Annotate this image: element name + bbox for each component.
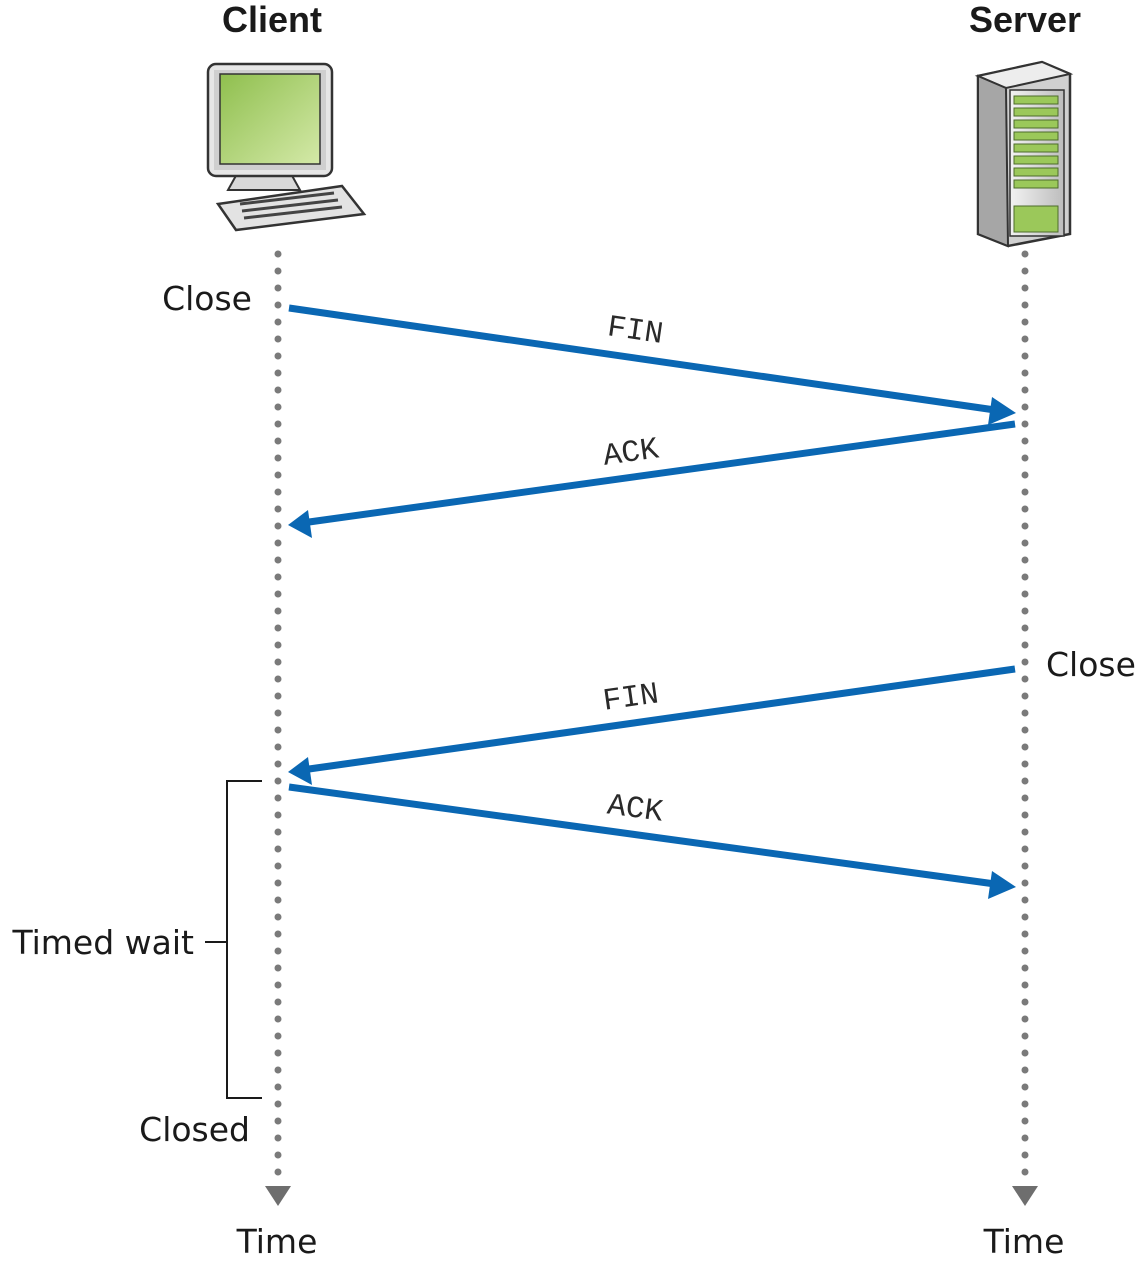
client-time-arrowhead bbox=[265, 1186, 291, 1206]
client-time-label: Time bbox=[236, 1222, 318, 1261]
server-header: Server bbox=[969, 0, 1081, 40]
server-time-label: Time bbox=[983, 1222, 1065, 1261]
desktop-computer-icon bbox=[206, 62, 367, 232]
timed-wait-bracket bbox=[205, 780, 262, 1099]
message-arrow-fin-2 bbox=[288, 665, 1016, 785]
client-header: Client bbox=[222, 0, 322, 40]
message-arrow-fin-1 bbox=[288, 304, 1016, 425]
message-label-fin-2: FIN bbox=[601, 677, 661, 720]
message-label-fin-1: FIN bbox=[605, 310, 665, 353]
timed-wait-label: Timed wait bbox=[11, 923, 194, 962]
server-time-arrowhead bbox=[1012, 1186, 1038, 1206]
message-label-ack-2: ACK bbox=[605, 788, 665, 830]
message-label-ack-1: ACK bbox=[601, 432, 661, 474]
client-close-label: Close bbox=[162, 279, 252, 318]
client-closed-label: Closed bbox=[139, 1110, 250, 1149]
message-arrow-ack-2 bbox=[288, 783, 1016, 899]
message-arrow-ack-1 bbox=[288, 420, 1016, 538]
server-tower-icon bbox=[974, 60, 1074, 248]
server-close-label: Close bbox=[1046, 645, 1136, 684]
